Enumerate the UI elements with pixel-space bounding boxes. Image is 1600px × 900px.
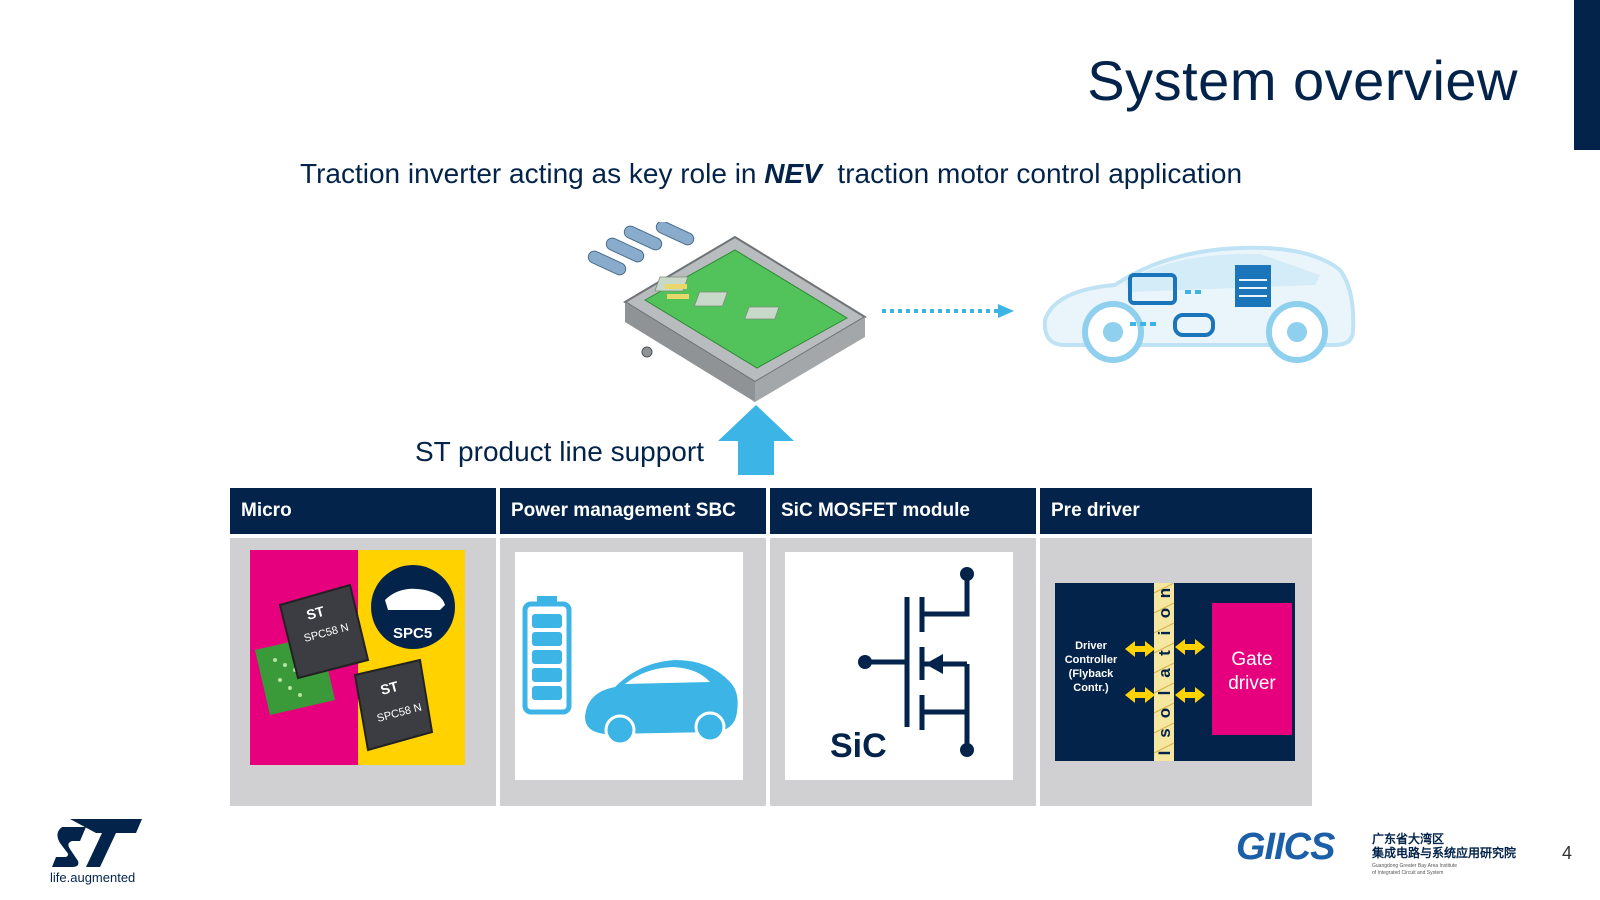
connector-pipes <box>587 222 695 276</box>
sic-label: SiC <box>830 727 887 765</box>
iso-letter-3: l <box>1155 691 1174 696</box>
iso-letter-6: i <box>1155 631 1174 636</box>
battery-level-icon <box>522 596 572 715</box>
product-table: Micro Power management SBC SiC MOSFET mo… <box>230 488 1312 806</box>
iso-letter-0: I <box>1155 751 1174 756</box>
iso-letter-2: o <box>1155 708 1174 718</box>
spc5-badge: SPC5 <box>393 625 432 642</box>
header-micro: Micro <box>230 488 496 534</box>
giics-en-line-2: of Integrated Circuit and System <box>1372 870 1444 876</box>
st-chip-logo-1: ST <box>305 603 327 623</box>
dotted-arrow-icon <box>882 304 1014 318</box>
mosfet-symbol-image: SiC <box>785 552 1013 780</box>
controller-line-3: Contr.) <box>1073 682 1109 694</box>
iso-letter-4: a <box>1155 668 1174 678</box>
header-pre-driver: Pre driver <box>1040 488 1312 534</box>
engine-icon <box>1128 273 1177 305</box>
mosfet-symbol-icon <box>865 577 970 750</box>
iso-letter-8: n <box>1155 588 1174 598</box>
st-chip-logo-2: ST <box>379 678 401 698</box>
iso-letter-1: s <box>1155 728 1174 737</box>
header-power-management: Power management SBC <box>500 488 766 534</box>
cell-pre-driver: I s o l a t i o n Driver Controller (Fly… <box>1040 538 1312 806</box>
giics-en-line-1: Guangdong Greater Bay Area Institute <box>1372 863 1458 869</box>
giics-cn-line-1: 广东省大湾区 <box>1372 832 1445 846</box>
motor-icon <box>1173 313 1215 337</box>
inverter-illustration <box>587 222 867 402</box>
up-arrow-icon <box>718 405 794 475</box>
subtitle-pre: Traction inverter acting as key role in <box>300 158 765 189</box>
power-management-image <box>515 552 743 780</box>
product-line-support-label: ST product line support <box>415 436 704 467</box>
giics-cn-line-2: 集成电路与系统应用研究院 <box>1372 846 1517 860</box>
cell-power-management <box>500 538 766 806</box>
cell-micro: ST SPC58 N ST SPC58 N SPC5 <box>230 538 496 806</box>
gate-line-1: driver <box>1228 673 1276 694</box>
header-sic-mosfet: SiC MOSFET module <box>770 488 1036 534</box>
title-accent-bar <box>1574 0 1600 150</box>
slide-subtitle: Traction inverter acting as key role in … <box>300 158 1242 190</box>
subtitle-emphasis: NEV <box>764 158 822 189</box>
isolation-arrows-icon <box>1125 639 1205 703</box>
giics-logo-text: GIICS <box>1236 826 1335 868</box>
iso-letter-5: t <box>1155 650 1174 656</box>
car-illustration <box>1042 245 1356 363</box>
subtitle-post: traction motor control application <box>821 158 1243 189</box>
iso-letter-7: o <box>1155 608 1174 618</box>
slide-title: System overview <box>1087 49 1518 112</box>
page-number: 4 <box>1561 843 1572 863</box>
giics-institute-name: 广东省大湾区 集成电路与系统应用研究院 Guangdong Greater Ba… <box>1372 832 1516 877</box>
controller-line-1: Controller <box>1065 654 1118 666</box>
st-tagline: life.augmented <box>50 870 136 885</box>
controller-line-0: Driver <box>1075 640 1108 652</box>
gate-line-0: Gate <box>1231 649 1272 670</box>
isolation-letters: I s o l a t i o n <box>1155 588 1174 756</box>
controller-line-2: (Flyback <box>1069 668 1115 680</box>
cell-sic-mosfet: SiC <box>770 538 1036 806</box>
micro-chips-image: ST SPC58 N ST SPC58 N SPC5 <box>250 550 465 765</box>
pre-driver-diagram: I s o l a t i o n Driver Controller (Fly… <box>1055 583 1295 761</box>
st-logo-icon <box>52 819 142 867</box>
driver-controller-text: Driver Controller (Flyback Contr.) <box>1065 640 1118 694</box>
gate-driver-text: Gate driver <box>1228 649 1276 694</box>
battery-icon <box>1235 265 1271 307</box>
sports-car-icon <box>585 660 738 746</box>
